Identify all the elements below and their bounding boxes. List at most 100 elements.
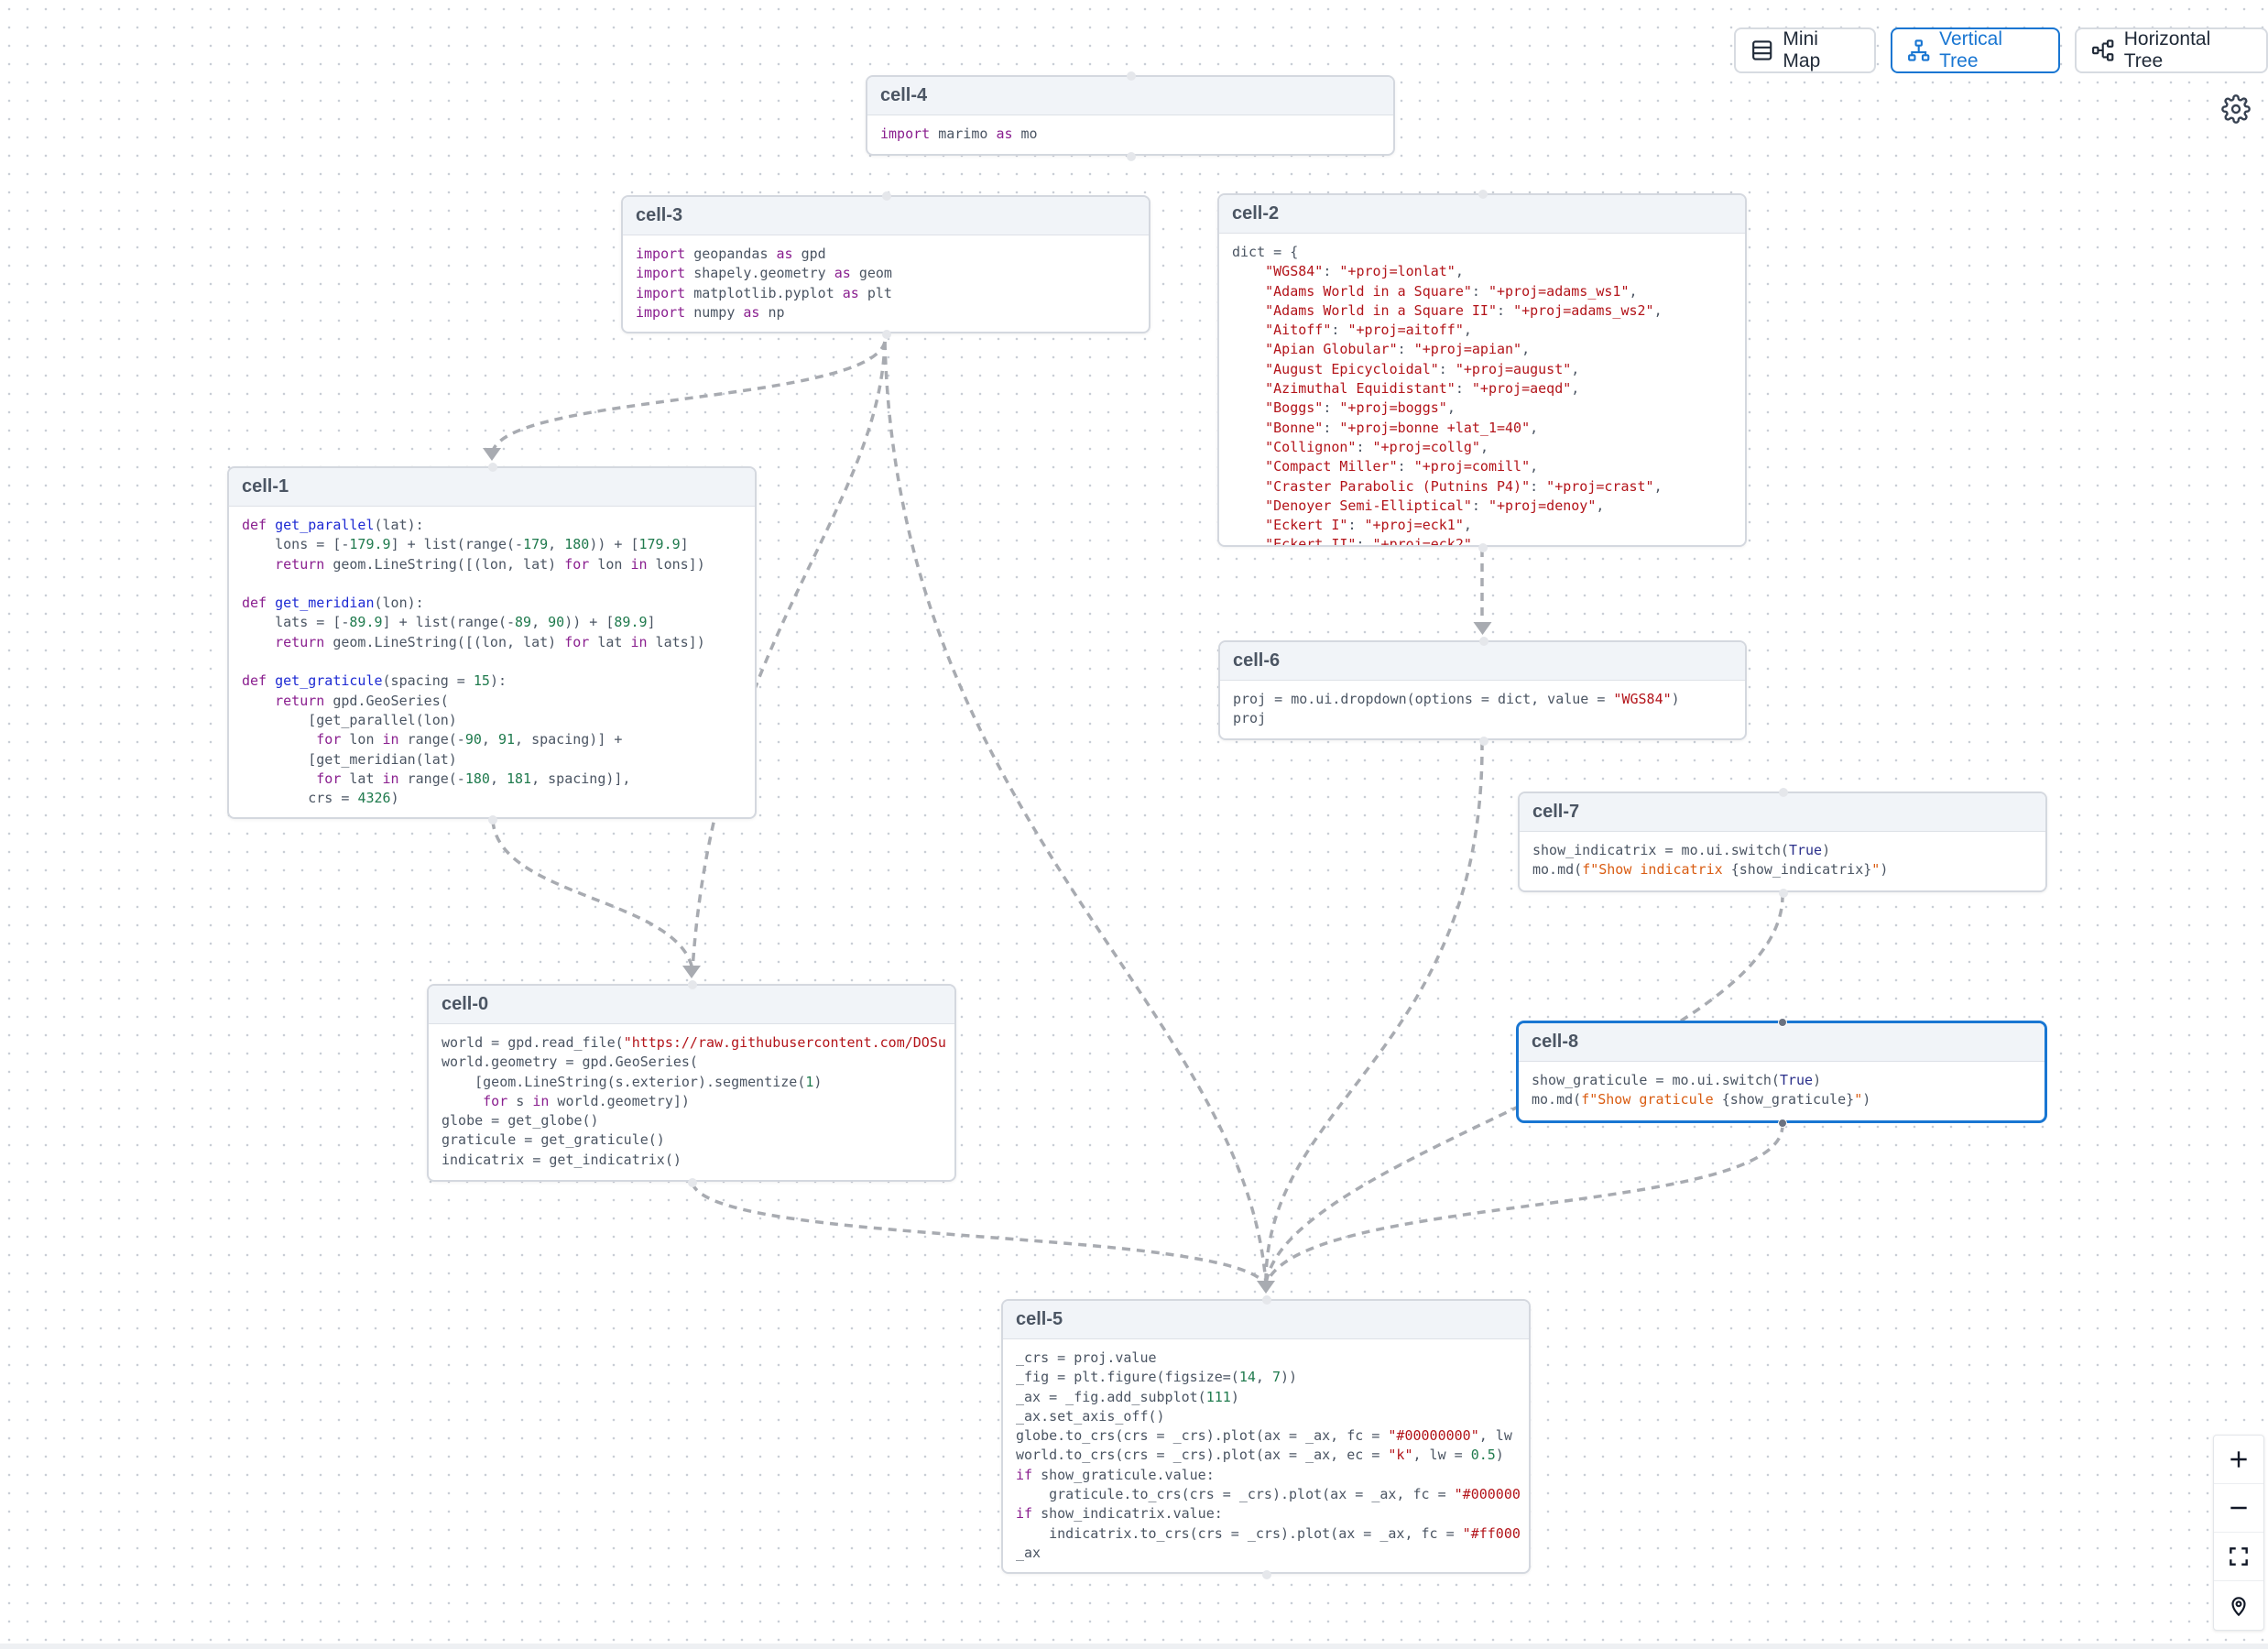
connection-handle-bottom[interactable] xyxy=(1127,152,1136,161)
code-token: _crs = proj.value xyxy=(1016,1349,1157,1366)
cell-title: cell-2 xyxy=(1219,195,1745,234)
code-token: _fig = plt.figure(figsize=( xyxy=(1016,1369,1239,1386)
code-token: ] xyxy=(680,536,689,553)
connection-handle-bottom[interactable] xyxy=(882,330,891,339)
code-token: , xyxy=(1530,458,1539,475)
code-token xyxy=(1232,283,1265,300)
code-token: , xyxy=(1629,282,1638,300)
code-token: indicatrix = get_indicatrix() xyxy=(442,1151,681,1168)
connection-handle-top[interactable] xyxy=(1779,788,1788,797)
code-token: gpd xyxy=(792,246,826,262)
code-token: " xyxy=(1854,1091,1863,1108)
code-token: "+proj=adams_ws1" xyxy=(1488,282,1630,300)
fit-view-button[interactable] xyxy=(2214,1533,2263,1581)
code-token: : xyxy=(1356,536,1373,547)
code-token: 179 xyxy=(523,536,549,553)
code-token: "Azimuthal Equidistant" xyxy=(1265,380,1456,398)
vertical-tree-button[interactable]: Vertical Tree xyxy=(1890,27,2061,73)
code-token: numpy xyxy=(685,303,744,321)
code-token: import xyxy=(636,265,686,282)
code-token: "WGS84" xyxy=(1265,263,1324,280)
code-token: , xyxy=(1521,341,1531,358)
code-token: : xyxy=(1471,497,1488,514)
code-token: : xyxy=(1397,341,1414,358)
code-token: ) xyxy=(1862,1091,1871,1108)
code-token: (lon): xyxy=(374,595,424,612)
code-line: "Denoyer Semi-Elliptical": "+proj=denoy"… xyxy=(1232,497,1732,516)
code-token xyxy=(1232,458,1265,475)
connection-handle-top[interactable] xyxy=(1127,71,1136,81)
code-line: "Apian Globular": "+proj=apian", xyxy=(1232,340,1732,359)
code-token: import xyxy=(880,126,931,142)
cell-node-cell-5[interactable]: cell-5_crs = proj.value_fig = plt.figure… xyxy=(1001,1299,1531,1574)
code-token: ) xyxy=(1822,842,1831,858)
code-token: , xyxy=(481,731,498,748)
connection-handle-bottom[interactable] xyxy=(1262,1570,1271,1579)
code-line: lats = [-89.9] + list(range(-89, 90)) + … xyxy=(242,613,742,632)
connection-handle-bottom[interactable] xyxy=(1478,543,1488,552)
connection-handle-bottom[interactable] xyxy=(688,1178,697,1187)
code-token: : xyxy=(1323,419,1340,436)
code-token: {show_indicatrix} xyxy=(1730,861,1872,879)
code-line: _crs = proj.value xyxy=(1016,1349,1516,1368)
connection-handle-top[interactable] xyxy=(1478,637,1488,646)
cell-title: cell-0 xyxy=(429,986,954,1024)
cell-title: cell-1 xyxy=(229,468,755,507)
connection-handle-top[interactable] xyxy=(882,191,891,201)
location-pin-icon xyxy=(2231,1596,2246,1616)
gear-icon[interactable] xyxy=(2221,94,2251,124)
code-line: lons = [-179.9] + list(range(-179, 180))… xyxy=(242,535,742,554)
code-token: , xyxy=(1471,536,1480,547)
code-token xyxy=(1232,478,1265,495)
connection-handle-bottom[interactable] xyxy=(1478,737,1488,746)
code-token: 14 xyxy=(1238,1369,1256,1386)
code-token: 90 xyxy=(548,614,565,631)
code-token: in xyxy=(630,555,648,573)
code-token: [geom.LineString(s.exterior).segmentize( xyxy=(442,1073,806,1090)
code-token: : xyxy=(1438,360,1456,377)
code-token: , lw xyxy=(1478,1427,1512,1445)
mini-map-button[interactable]: Mini Map xyxy=(1734,27,1876,73)
locate-button[interactable] xyxy=(2214,1581,2263,1630)
connection-handle-bottom[interactable] xyxy=(488,815,497,824)
zoom-in-button[interactable] xyxy=(2214,1436,2263,1484)
code-line: [get_meridian(lat) xyxy=(242,750,742,770)
code-line: globe = get_globe() xyxy=(442,1111,942,1130)
code-token: shapely.geometry xyxy=(685,265,834,282)
connection-handle-top[interactable] xyxy=(688,980,697,989)
code-line: world.to_crs(crs = _crs).plot(ax = _ax, … xyxy=(1016,1446,1516,1465)
code-token xyxy=(242,693,275,709)
cell-code: show_indicatrix = mo.ui.switch(True)mo.m… xyxy=(1520,832,2045,890)
code-token: for xyxy=(316,770,342,787)
code-line: "Collignon": "+proj=collg", xyxy=(1232,438,1732,457)
code-line: "Bonne": "+proj=bonne +lat_1=40", xyxy=(1232,419,1732,438)
code-token: )) + [ xyxy=(564,614,615,631)
connection-handle-top[interactable] xyxy=(1262,1295,1271,1305)
code-token xyxy=(1232,322,1265,338)
mini-map-label: Mini Map xyxy=(1783,28,1821,71)
code-line: if show_graticule.value: xyxy=(1016,1466,1516,1485)
zoom-out-button[interactable] xyxy=(2214,1484,2263,1533)
bottom-scroll-strip xyxy=(0,1644,2268,1649)
cell-code: world = gpd.read_file("https://raw.githu… xyxy=(429,1024,954,1179)
horizontal-tree-button[interactable]: Horizontal Tree xyxy=(2075,27,2268,73)
code-token: as xyxy=(842,284,859,301)
connection-handle-top[interactable] xyxy=(1778,1018,1787,1027)
connection-handle-bottom[interactable] xyxy=(1778,1119,1787,1128)
code-token: ] + list(range(- xyxy=(390,536,524,553)
code-token: (spacing = xyxy=(382,672,474,690)
connection-handle-top[interactable] xyxy=(488,463,497,472)
code-token: import xyxy=(636,303,686,321)
connection-handle-top[interactable] xyxy=(1478,190,1488,199)
code-line: indicatrix = get_indicatrix() xyxy=(442,1151,942,1170)
edge-cell-8-to-cell-5 xyxy=(1264,1123,1784,1285)
connection-handle-bottom[interactable] xyxy=(1779,889,1788,898)
